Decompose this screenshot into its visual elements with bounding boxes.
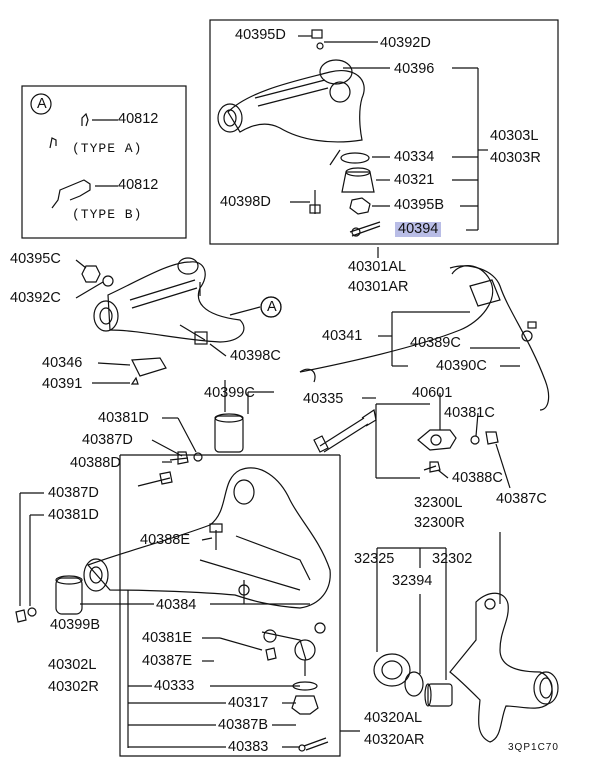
part-40399C[interactable]: 40399C xyxy=(204,385,255,401)
part-40335[interactable]: 40335 xyxy=(303,391,344,407)
part-40387E[interactable]: 40387E xyxy=(142,653,192,669)
leader-lines-lower-left xyxy=(19,492,360,748)
part-40398D[interactable]: 40398D xyxy=(220,194,271,210)
part-40388C[interactable]: 40388C xyxy=(452,470,503,486)
part-40321[interactable]: 40321 xyxy=(394,172,435,188)
part-40334[interactable]: 40334 xyxy=(394,149,435,165)
upper-arm-assembly xyxy=(217,29,381,237)
part-40398C[interactable]: 40398C xyxy=(230,348,281,364)
part-40387B[interactable]: 40387B xyxy=(218,717,268,733)
crossmember xyxy=(299,265,550,411)
part-40394[interactable]: 40394 xyxy=(395,222,442,237)
steering-knuckle xyxy=(373,592,559,743)
leader-lines-knuckle xyxy=(376,532,501,680)
part-40302L[interactable]: 40302L xyxy=(48,657,97,673)
part-40384[interactable]: 40384 xyxy=(156,597,197,613)
part-40346[interactable]: 40346 xyxy=(42,355,83,371)
inset-letter-a: A xyxy=(37,96,47,112)
part-40812-type-a[interactable]: 40812 xyxy=(118,111,159,127)
lower-arm-frame xyxy=(119,455,341,757)
part-40301AL[interactable]: 40301AL xyxy=(348,259,407,275)
callout-letter-a: A xyxy=(267,299,277,315)
part-40320AL[interactable]: 40320AL xyxy=(364,710,423,726)
type-b-label: (TYPE B) xyxy=(72,207,143,222)
part-40396[interactable]: 40396 xyxy=(394,61,435,77)
part-32302[interactable]: 32302 xyxy=(432,551,473,567)
type-inset-frame xyxy=(21,85,187,239)
part-40389C[interactable]: 40389C xyxy=(410,335,461,351)
leader-lines-top xyxy=(290,35,488,231)
part-40399B[interactable]: 40399B xyxy=(50,617,100,633)
part-40381D-upper[interactable]: 40381D xyxy=(98,410,149,426)
part-40395C[interactable]: 40395C xyxy=(10,251,61,267)
part-40395B[interactable]: 40395B xyxy=(394,197,444,213)
part-40381E[interactable]: 40381E xyxy=(142,630,192,646)
diagram-code: 3QP1C70 xyxy=(508,742,559,753)
part-40392C[interactable]: 40392C xyxy=(10,290,61,306)
part-32325[interactable]: 32325 xyxy=(354,551,395,567)
part-40301AR[interactable]: 40301AR xyxy=(348,279,409,295)
part-40390C[interactable]: 40390C xyxy=(436,358,487,374)
lower-arm xyxy=(15,467,331,752)
leader-lines-lower-mid xyxy=(151,391,511,489)
type-a-label: (TYPE A) xyxy=(72,141,143,156)
part-40812-type-b[interactable]: 40812 xyxy=(118,177,159,193)
part-40387D-upper[interactable]: 40387D xyxy=(82,432,133,448)
upper-arm-loose xyxy=(81,257,282,385)
part-32300R[interactable]: 32300R xyxy=(414,515,465,531)
part-40302R[interactable]: 40302R xyxy=(48,679,99,695)
part-40333[interactable]: 40333 xyxy=(154,678,195,694)
part-40320AR[interactable]: 40320AR xyxy=(364,732,425,748)
part-40395D[interactable]: 40395D xyxy=(235,27,286,43)
part-32394[interactable]: 32394 xyxy=(392,573,433,589)
lower-bolts xyxy=(137,380,499,487)
part-40388D[interactable]: 40388D xyxy=(70,455,121,471)
leader-lines-middle xyxy=(75,247,520,384)
part-40317[interactable]: 40317 xyxy=(228,695,269,711)
part-40388E[interactable]: 40388E xyxy=(140,532,190,548)
part-32300L[interactable]: 32300L xyxy=(414,495,463,511)
part-40387C[interactable]: 40387C xyxy=(496,491,547,507)
part-40601[interactable]: 40601 xyxy=(412,385,453,401)
part-40392D[interactable]: 40392D xyxy=(380,35,431,51)
part-40391[interactable]: 40391 xyxy=(42,376,83,392)
part-40303L[interactable]: 40303L xyxy=(490,128,539,144)
part-40341[interactable]: 40341 xyxy=(322,328,363,344)
upper-arm-frame xyxy=(209,19,559,245)
part-40383[interactable]: 40383 xyxy=(228,739,269,755)
part-40381D-left[interactable]: 40381D xyxy=(48,507,99,523)
type-inset-parts xyxy=(30,93,118,209)
part-40387D-left[interactable]: 40387D xyxy=(48,485,99,501)
part-40303R[interactable]: 40303R xyxy=(490,150,541,166)
part-40381C[interactable]: 40381C xyxy=(444,405,495,421)
callout-a-circle xyxy=(260,296,282,318)
